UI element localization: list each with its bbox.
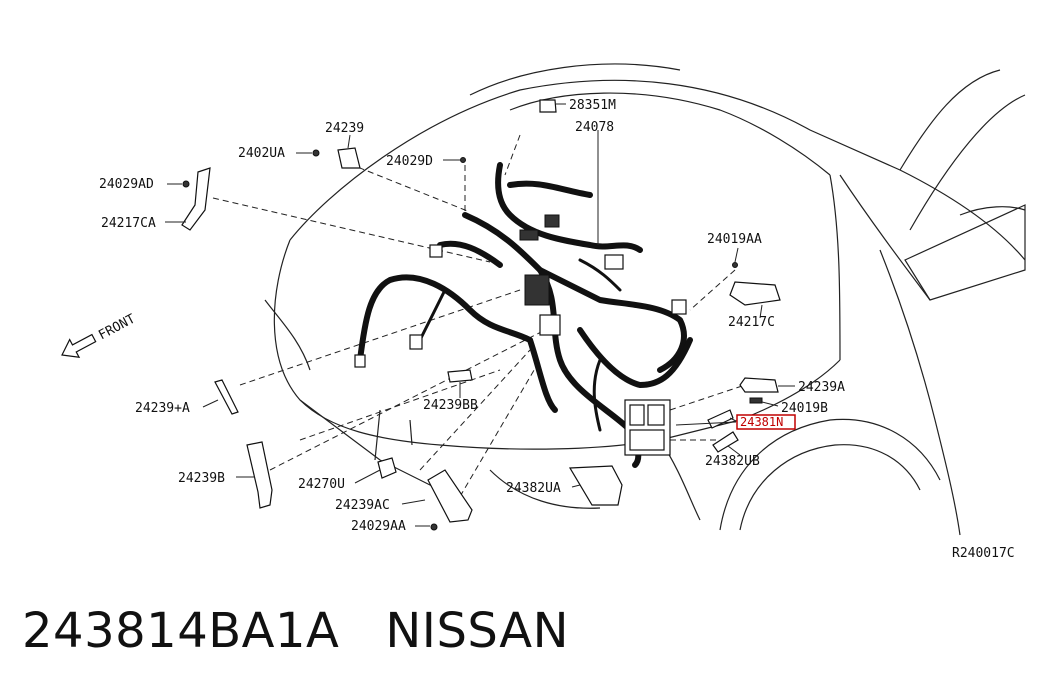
- callout-24239+A: 24239+A: [135, 401, 190, 416]
- vehicle-body-outline: [264, 63, 1026, 536]
- callout-24019B: 24019B: [781, 401, 828, 416]
- callout-24239AC: 24239AC: [335, 498, 390, 513]
- callout-24078: 24078: [575, 120, 614, 135]
- callout-24382UA: 24382UA: [506, 481, 561, 496]
- front-label: FRONT: [96, 312, 138, 344]
- diagram-ref-code: R240017C: [952, 546, 1015, 561]
- callout-24239: 24239: [325, 121, 364, 136]
- callout-24270U: 24270U: [298, 477, 345, 492]
- brand-name: NISSAN: [385, 603, 570, 659]
- callout-24217C: 24217C: [728, 315, 775, 330]
- front-direction-arrow: FRONT: [61, 312, 138, 359]
- callout-24029AD: 24029AD: [99, 177, 154, 192]
- callout-24382UB: 24382UB: [705, 454, 760, 469]
- callout-24239B: 24239B: [178, 471, 225, 486]
- wiring-harness: [354, 162, 693, 468]
- callout-24381N: 24381N: [740, 415, 783, 429]
- callout-labels: 28351M 24078 24239 2402UA 24029D 24029AD…: [99, 98, 845, 534]
- wiring-harness-diagram: FRONT 28351M 24078 24239 2402UA 24029D 2…: [61, 63, 1026, 561]
- callout-24029D: 24029D: [386, 154, 433, 169]
- leader-lines: [165, 103, 795, 527]
- parts: [181, 99, 781, 531]
- part-number: 243814BA1A: [22, 603, 340, 659]
- callout-24019AA: 24019AA: [707, 232, 762, 247]
- callout-24029AA: 24029AA: [351, 519, 406, 534]
- callout-2402UA: 2402UA: [238, 146, 285, 161]
- callout-24217CA: 24217CA: [101, 216, 156, 231]
- callout-24239BB: 24239BB: [423, 398, 478, 413]
- callout-28351M: 28351M: [569, 98, 616, 113]
- part-caption: 243814BA1A NISSAN: [22, 596, 569, 666]
- callout-24239A: 24239A: [798, 380, 845, 395]
- highlight-box-24381N: [736, 414, 796, 430]
